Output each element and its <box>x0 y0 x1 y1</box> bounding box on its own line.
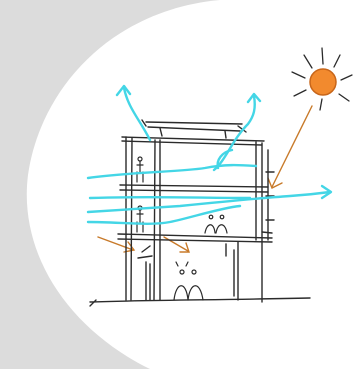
left-column-inner <box>154 140 155 300</box>
white-oval-panel <box>27 0 358 369</box>
airflow-middle-floor-upper <box>90 197 250 198</box>
